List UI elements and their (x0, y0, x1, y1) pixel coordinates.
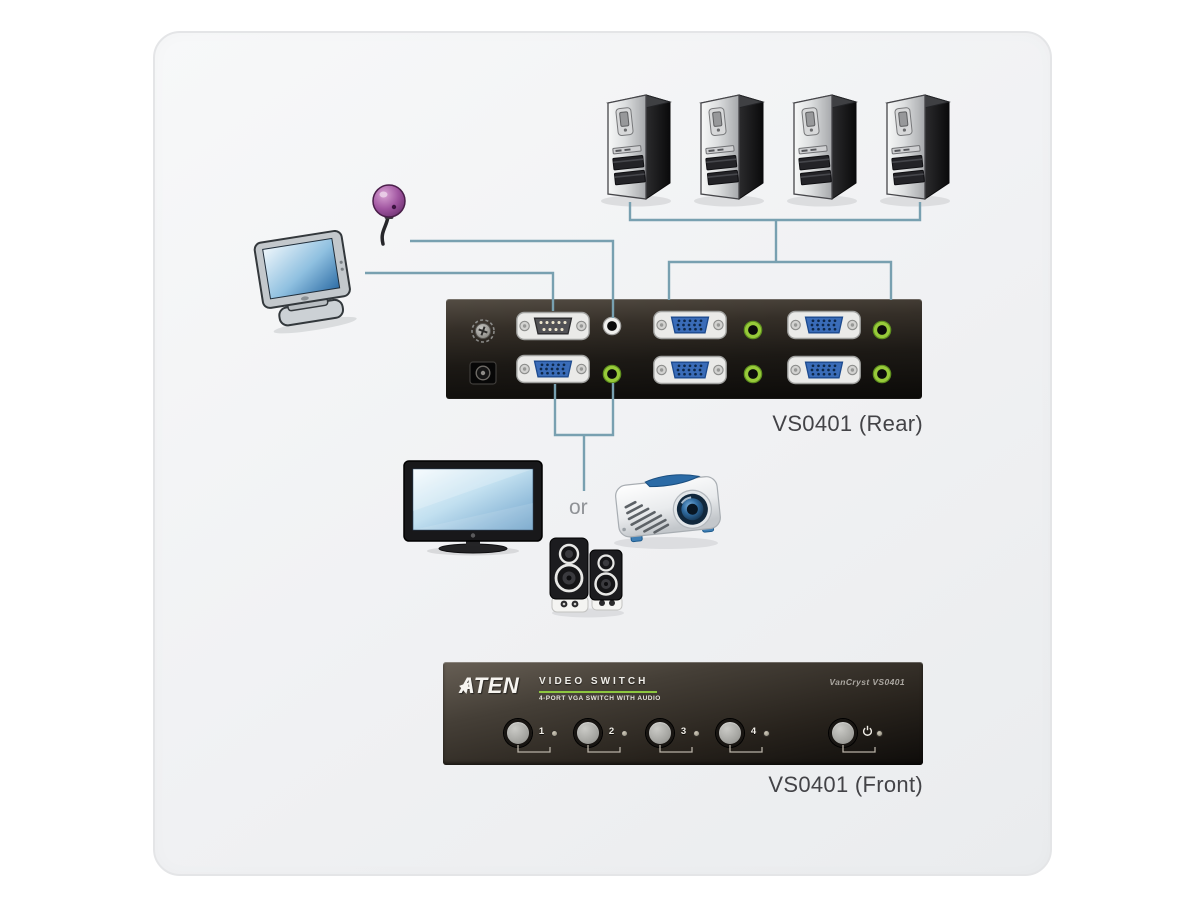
microphone-icon (372, 184, 406, 246)
led-indicator (551, 730, 558, 737)
port-button-label: 2 (608, 726, 615, 737)
port-button-4: 4 (716, 719, 780, 757)
vga-port-icon (653, 310, 727, 340)
projector-icon (614, 474, 721, 549)
led-indicator (876, 730, 883, 737)
audio-jack-green-icon (602, 364, 622, 384)
port-button-1: 1 (504, 719, 568, 757)
vga-port-icon (653, 355, 727, 385)
model-label: VanCryst VS0401 (829, 677, 905, 687)
port-button-circle (504, 719, 532, 747)
port-button-2: 2 (574, 719, 638, 757)
computer-tower-icon (600, 94, 672, 208)
speakers-icon (549, 537, 624, 618)
button-underline (659, 745, 693, 753)
vga-port-icon (787, 355, 861, 385)
computer-tower-icon (879, 94, 951, 208)
tv-monitor-icon (403, 460, 543, 556)
vga-port-icon (516, 354, 590, 384)
or-label: or (569, 496, 588, 519)
led-indicator (621, 730, 628, 737)
audio-jack-green-icon (872, 364, 892, 384)
dc-power-jack-icon (469, 361, 497, 385)
audio-jack-green-icon (743, 364, 763, 384)
logo-underline-bar (539, 691, 657, 693)
button-underline (587, 745, 621, 753)
computer-tower-icon (786, 94, 858, 208)
audio-jack-green-icon (743, 320, 763, 340)
port-button-label: 4 (750, 726, 757, 737)
front-subtitle: 4-PORT VGA SWITCH WITH AUDIO (539, 695, 661, 702)
led-indicator (693, 730, 700, 737)
serial-db9-port-icon (516, 311, 590, 341)
computer-tower-icon (693, 94, 765, 208)
port-button-3: 3 (646, 719, 710, 757)
audio-jack-black-icon (602, 316, 622, 336)
front-caption: VS0401 (Front) (768, 772, 923, 797)
audio-jack-green-icon (872, 320, 892, 340)
button-underline (842, 745, 876, 753)
power-button-circle (829, 719, 857, 747)
port-button-circle (716, 719, 744, 747)
button-underline (729, 745, 763, 753)
vga-port-icon (787, 310, 861, 340)
rear-panel (446, 299, 922, 399)
button-underline (517, 745, 551, 753)
aten-logo: ATEN (459, 673, 519, 699)
power-button (829, 719, 893, 757)
touchscreen-monitor-icon (253, 230, 357, 334)
ground-screw-icon (471, 319, 495, 343)
front-panel: ATEN VIDEO SWITCH 4-PORT VGA SWITCH WITH… (443, 662, 923, 765)
port-button-circle (646, 719, 674, 747)
led-indicator (763, 730, 770, 737)
port-button-label: 3 (680, 726, 687, 737)
port-button-circle (574, 719, 602, 747)
power-symbol-icon (862, 725, 873, 736)
video-switch-title: VIDEO SWITCH (539, 676, 649, 687)
rear-caption: VS0401 (Rear) (772, 411, 923, 436)
brand-text: ATEN (459, 673, 520, 698)
port-button-label: 1 (538, 726, 545, 737)
